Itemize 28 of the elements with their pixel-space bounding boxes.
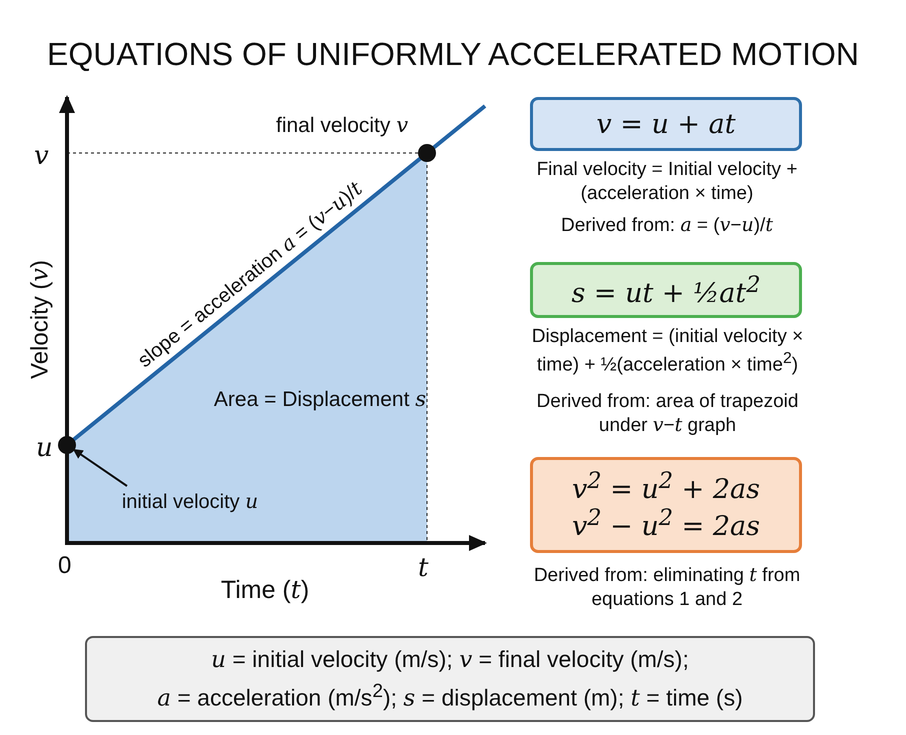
description-text: Final velocity = Initial velocity + (acceleration × time) [536, 158, 798, 206]
data-point-marker [58, 436, 76, 454]
equation-text: v$^{2}$ − u$^{2}$ = 2as [572, 505, 760, 542]
description-text: Derived from: area of trapezoid under v−t graph [536, 390, 800, 438]
annotation-text: initial velocity u [122, 488, 258, 514]
area-label: Area = Displacement s [212, 386, 428, 413]
description-text: Displacement = (initial velocity × time) + ½(acceleration × time$^{2}$) [530, 325, 804, 377]
leader-arrow [72, 448, 128, 487]
description-text: Derived from: eliminating t from equations 1 and 2 [532, 564, 802, 612]
title: EQUATIONS OF UNIFORMLY ACCELERATED MOTION [46, 36, 860, 73]
axis-tick-label: v [34, 140, 49, 171]
equation-box [530, 457, 802, 553]
description-text: Derived from: a = (v−u)/t [560, 214, 774, 238]
equation-box [530, 262, 802, 318]
point-label: final velocity v [276, 113, 408, 138]
equation-text: s = ut + ½at$^{2}$ [571, 272, 761, 308]
axis-tick-label: 0 [58, 552, 72, 580]
equation-box [530, 97, 802, 151]
axis-tick-label: u [36, 432, 53, 463]
axis-tick-label: t [418, 552, 428, 583]
equation-text: v = u + at [596, 108, 736, 140]
legend-box [85, 636, 815, 722]
equation-text: v$^{2}$ = u$^{2}$ + 2as [572, 468, 760, 505]
data-point-marker [418, 144, 436, 162]
axis-title: Time (t) [220, 575, 310, 605]
axis-title: Velocity (v) [26, 259, 54, 381]
definition-text: u = initial velocity (m/s); v = final velocity (m/s); [211, 645, 689, 676]
definition-text: a = acceleration (m/s$^{2}$); s = displacement (m); t = time (s) [157, 680, 743, 714]
